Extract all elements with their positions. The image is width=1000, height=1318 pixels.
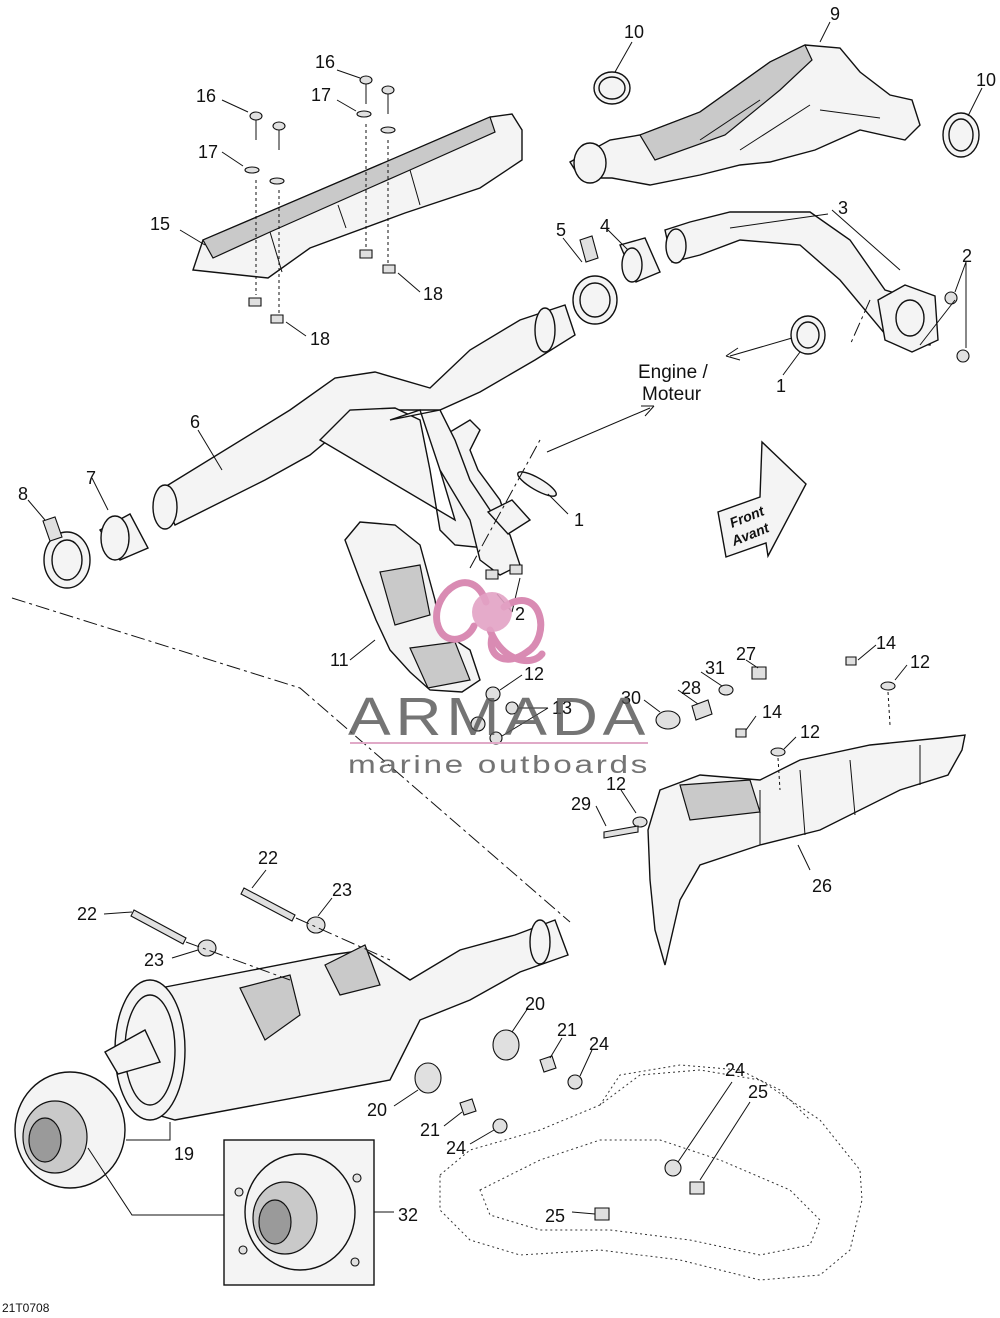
assembly-axis-left bbox=[11, 597, 571, 923]
muffler-bolts bbox=[130, 887, 326, 957]
callout-14: 14 bbox=[876, 633, 896, 653]
callout-12: 12 bbox=[524, 664, 544, 684]
callout-7: 7 bbox=[86, 468, 96, 488]
assembly-axis-muffler bbox=[185, 917, 391, 981]
callout-5: 5 bbox=[556, 220, 566, 240]
callout-4: 4 bbox=[600, 216, 610, 236]
callout-20: 20 bbox=[367, 1100, 387, 1120]
front-direction-arrow: Front Avant bbox=[717, 440, 807, 559]
callout-19: 19 bbox=[174, 1144, 194, 1164]
callout-25: 25 bbox=[748, 1082, 768, 1102]
resonator-duct bbox=[569, 44, 921, 186]
callout-numbers: 1 1 2 2 3 4 5 6 7 8 9 10 10 11 12 12 12 … bbox=[18, 4, 996, 1226]
callout-13: 13 bbox=[552, 698, 572, 718]
callout-1: 1 bbox=[574, 510, 584, 530]
heat-shield-hardware bbox=[244, 75, 396, 324]
callout-17: 17 bbox=[311, 85, 331, 105]
callout-leaders bbox=[27, 21, 983, 1216]
callout-1: 1 bbox=[776, 376, 786, 396]
optional-end-cap-detail bbox=[223, 1139, 375, 1286]
watermark-tagline: marine outboards bbox=[348, 751, 650, 779]
callout-15: 15 bbox=[150, 214, 170, 234]
callout-12: 12 bbox=[800, 722, 820, 742]
callout-10: 10 bbox=[976, 70, 996, 90]
muffler-mounts bbox=[414, 1029, 705, 1221]
callout-21: 21 bbox=[557, 1020, 577, 1040]
callout-30: 30 bbox=[621, 688, 641, 708]
assembly-axis-heat-shield bbox=[469, 299, 871, 569]
drawing-reference: 21T0708 bbox=[2, 1301, 50, 1315]
rear-heat-shield bbox=[647, 734, 966, 966]
y-pipe-sleeve-clamp bbox=[42, 513, 149, 589]
callout-21: 21 bbox=[420, 1120, 440, 1140]
callout-27: 27 bbox=[736, 644, 756, 664]
callout-26: 26 bbox=[812, 876, 832, 896]
callout-2: 2 bbox=[515, 604, 525, 624]
muffler-end-cap bbox=[14, 1071, 126, 1189]
callout-28: 28 bbox=[681, 678, 701, 698]
callout-24: 24 bbox=[589, 1034, 609, 1054]
engine-label-line1: Engine / bbox=[638, 362, 708, 383]
armada-propeller-logo bbox=[433, 579, 546, 665]
gasket-and-nuts-top bbox=[790, 291, 970, 363]
callout-9: 9 bbox=[830, 4, 840, 24]
callout-29: 29 bbox=[571, 794, 591, 814]
armada-watermark: ARMADA marine outboards bbox=[348, 579, 650, 779]
callout-20: 20 bbox=[525, 994, 545, 1014]
callout-23: 23 bbox=[332, 880, 352, 900]
callout-22: 22 bbox=[258, 848, 278, 868]
watermark-rule bbox=[350, 742, 648, 744]
callout-10: 10 bbox=[624, 22, 644, 42]
heat-shield-upper bbox=[192, 113, 523, 279]
engine-label-line2: Moteur bbox=[642, 384, 702, 405]
callout-25: 25 bbox=[545, 1206, 565, 1226]
callout-2: 2 bbox=[962, 246, 972, 266]
callout-6: 6 bbox=[190, 412, 200, 432]
callout-3: 3 bbox=[838, 198, 848, 218]
rear-shield-hardware bbox=[603, 656, 896, 839]
watermark-brand: ARMADA bbox=[348, 687, 650, 747]
callout-23: 23 bbox=[144, 950, 164, 970]
callout-8: 8 bbox=[18, 484, 28, 504]
callout-12: 12 bbox=[606, 774, 626, 794]
heat-deflector bbox=[344, 521, 481, 693]
callout-18: 18 bbox=[310, 329, 330, 349]
callout-24: 24 bbox=[725, 1060, 745, 1080]
callout-12: 12 bbox=[910, 652, 930, 672]
callout-18: 18 bbox=[423, 284, 443, 304]
callout-14: 14 bbox=[762, 702, 782, 722]
duct-clamps bbox=[593, 71, 980, 158]
gasket-middle bbox=[517, 471, 557, 497]
front-exhaust-pipe bbox=[572, 211, 939, 353]
callout-16: 16 bbox=[196, 86, 216, 106]
engine-direction-note: Engine / Moteur bbox=[546, 337, 793, 453]
callout-16: 16 bbox=[315, 52, 335, 72]
muffler bbox=[104, 919, 569, 1121]
callout-11: 11 bbox=[330, 650, 349, 670]
callout-17: 17 bbox=[198, 142, 218, 162]
callout-32: 32 bbox=[398, 1205, 418, 1225]
chassis-frame-outline bbox=[439, 1064, 863, 1281]
callout-24: 24 bbox=[446, 1138, 466, 1158]
callout-22: 22 bbox=[77, 904, 97, 924]
y-pipe bbox=[152, 304, 576, 576]
callout-31: 31 bbox=[705, 658, 725, 678]
deflector-hardware bbox=[470, 564, 523, 745]
